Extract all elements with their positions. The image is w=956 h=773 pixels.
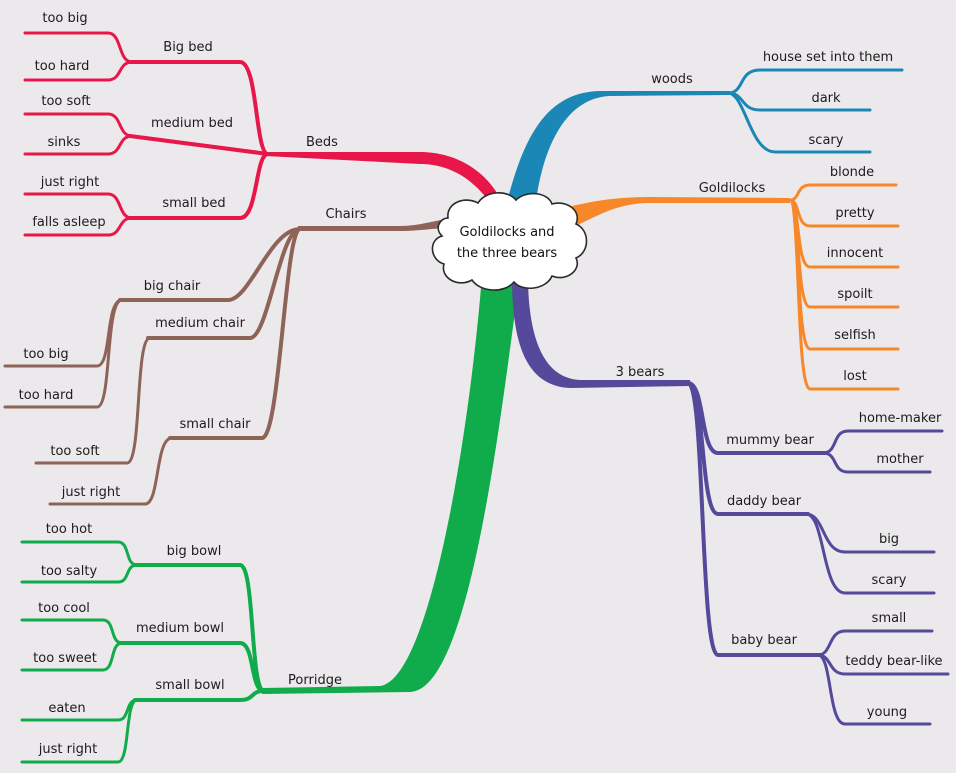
leaf-line	[23, 31, 134, 237]
leaf-falls-asleep: falls asleep	[32, 215, 105, 230]
sub-branch-line	[118, 563, 266, 702]
leaf-too-soft-chair: too soft	[50, 444, 99, 459]
central-topic-line-2: the three bears	[457, 246, 558, 261]
leaf-line	[804, 429, 950, 726]
leaf-line	[726, 68, 904, 154]
sub-branch-line	[118, 227, 302, 440]
cloud-shape	[431, 192, 588, 291]
leaf-house-set-into-them: house set into them	[763, 50, 893, 65]
branch-label-woods: woods	[651, 72, 693, 87]
leaf-too-big-chair: too big	[23, 347, 68, 362]
leaf-just-right-chair: just right	[61, 485, 120, 500]
sub-branch-label-daddy-bear: daddy bear	[727, 494, 802, 509]
leaf-blonde: blonde	[830, 165, 874, 180]
branch-label-chairs: Chairs	[325, 207, 366, 222]
main-branch-goldilocks	[545, 197, 790, 232]
sub-branch-label-medium-chair: medium chair	[155, 316, 246, 331]
leaf-too-salty: too salty	[41, 564, 98, 579]
leaf-teddy-bear-like: teddy bear-like	[845, 654, 942, 669]
central-topic-line-1: Goldilocks and	[459, 225, 554, 240]
leaf-pretty: pretty	[835, 206, 875, 221]
sub-branch-label-small-chair: small chair	[179, 417, 251, 432]
sub-branch-label-big-bed: Big bed	[163, 40, 212, 55]
leaf-sinks: sinks	[48, 135, 81, 150]
leaf-lost: lost	[843, 369, 866, 384]
leaf-mother: mother	[876, 452, 924, 467]
branch-beds[interactable]: Beds Big bed medium bed small bed too bi…	[23, 11, 510, 237]
leaf-eaten: eaten	[48, 701, 85, 716]
sub-branch-label-small-bed: small bed	[162, 196, 225, 211]
sub-branch-label-medium-bowl: medium bowl	[136, 621, 224, 636]
leaf-too-hard-chair: too hard	[19, 388, 74, 403]
leaf-too-big-bed: too big	[42, 11, 87, 26]
leaf-small: small	[872, 611, 907, 626]
branch-woods[interactable]: woods house set into them dark scary	[505, 50, 904, 210]
leaf-innocent: innocent	[827, 246, 884, 261]
sub-branch-line	[128, 60, 270, 220]
leaf-dark: dark	[811, 91, 841, 106]
leaf-just-right-porridge: just right	[38, 742, 97, 757]
main-branch-chairs	[298, 217, 460, 231]
sub-branch-label-medium-bed: medium bed	[151, 116, 233, 131]
leaf-big: big	[879, 532, 899, 547]
sub-branch-line	[686, 381, 827, 657]
leaf-scary-daddy: scary	[872, 573, 907, 588]
branch-label-beds: Beds	[306, 135, 338, 150]
branch-goldilocks[interactable]: Goldilocks blonde pretty innocent spoilt…	[545, 165, 900, 391]
leaf-home-maker: home-maker	[859, 411, 942, 426]
sub-branch-label-baby-bear: baby bear	[731, 633, 798, 648]
sub-branch-label-mummy-bear: mummy bear	[726, 433, 814, 448]
main-branch-beds	[265, 152, 510, 212]
leaf-too-sweet: too sweet	[33, 651, 97, 666]
main-branch-porridge	[262, 275, 520, 694]
central-topic[interactable]: Goldilocks and the three bears	[431, 192, 588, 291]
branch-label-porridge: Porridge	[288, 673, 342, 688]
leaf-just-right-bed: just right	[40, 175, 99, 190]
leaf-spoilt: spoilt	[837, 287, 872, 302]
leaf-too-hard-bed: too hard	[35, 59, 90, 74]
sub-branch-label-big-chair: big chair	[144, 279, 201, 294]
leaf-line	[3, 298, 174, 506]
leaf-too-hot: too hot	[46, 522, 92, 537]
leaf-line	[788, 183, 900, 391]
sub-branch-label-big-bowl: big bowl	[167, 544, 222, 559]
leaf-selfish: selfish	[834, 328, 876, 343]
branch-label-3-bears: 3 bears	[616, 365, 665, 380]
main-branch-woods	[505, 91, 730, 210]
branch-porridge[interactable]: Porridge big bowl medium bowl small bowl…	[20, 275, 520, 764]
leaf-young: young	[867, 705, 907, 720]
leaf-scary-woods: scary	[809, 133, 844, 148]
branch-3-bears[interactable]: 3 bears mummy bear daddy bear baby bear …	[512, 275, 950, 726]
leaf-too-soft-bed: too soft	[41, 94, 90, 109]
branch-chairs[interactable]: Chairs big chair medium chair small chai…	[3, 207, 460, 506]
branch-label-goldilocks: Goldilocks	[699, 181, 766, 196]
leaf-too-cool: too cool	[38, 601, 90, 616]
sub-branch-label-small-bowl: small bowl	[155, 678, 224, 693]
leaf-line	[20, 540, 139, 764]
